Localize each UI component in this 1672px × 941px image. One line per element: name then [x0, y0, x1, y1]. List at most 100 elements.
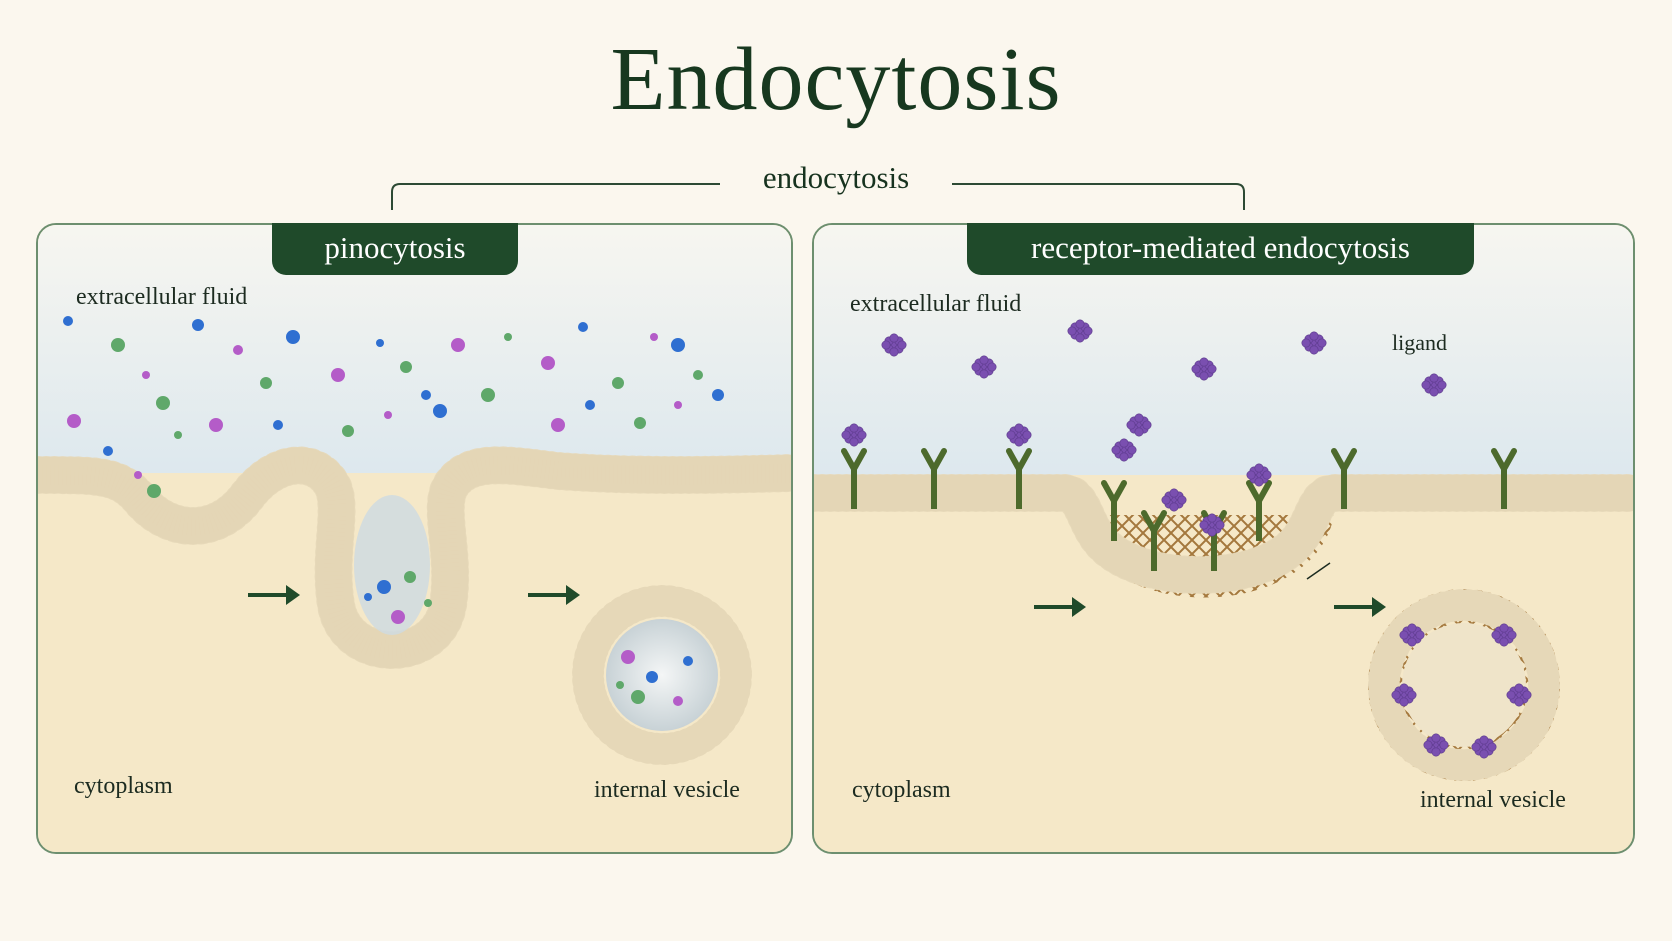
pinocytosis-panel [36, 223, 793, 854]
solute-particle [273, 420, 283, 430]
ligand-particle [1301, 331, 1327, 355]
solute-particle [147, 484, 161, 498]
page-title: Endocytosis [610, 30, 1062, 129]
receptor-mediated-panel [812, 223, 1635, 854]
solute-particle [673, 696, 683, 706]
solute-particle [612, 377, 624, 389]
solute-particle [634, 417, 646, 429]
solute-particle [504, 333, 512, 341]
ligand-particle [841, 423, 867, 447]
solute-particle [156, 396, 170, 410]
pinocytosis-vesicle-label: internal vesicle [594, 777, 740, 803]
pinocytosis-solutes [63, 316, 724, 706]
pinocytosis-arrow-2 [528, 585, 580, 605]
bracket-label: endocytosis [720, 160, 952, 196]
solute-particle [103, 446, 113, 456]
ligand-particle [1191, 357, 1217, 381]
solute-particle [342, 425, 354, 437]
solute-particle [451, 338, 465, 352]
receptor-vesicle-label: internal vesicle [1420, 787, 1566, 813]
solute-particle [693, 370, 703, 380]
ligand-particle [1199, 513, 1225, 537]
pinocytosis-arrow-1 [248, 585, 300, 605]
ligand-label: ligand [1392, 330, 1447, 355]
ligand-particle [1423, 733, 1449, 757]
pinocytosis-cytoplasm-label: cytoplasm [74, 773, 173, 799]
ligand-particle [1491, 623, 1517, 647]
solute-particle [671, 338, 685, 352]
pinocytosis-illustration [38, 225, 791, 852]
solute-particle [551, 418, 565, 432]
receptors [841, 448, 1517, 571]
solute-particle [585, 400, 595, 410]
pinocytosis-heading: pinocytosis [272, 223, 518, 275]
solute-particle [481, 388, 495, 402]
solute-particle [384, 411, 392, 419]
receptor-arrow-2 [1334, 597, 1386, 617]
pinocytosis-internal-vesicle [572, 585, 752, 765]
solute-particle [433, 404, 447, 418]
receptor [1141, 510, 1167, 571]
solute-particle [421, 390, 431, 400]
solute-particle [377, 580, 391, 594]
solute-particle [376, 339, 384, 347]
receptor [921, 448, 947, 509]
solute-particle [260, 377, 272, 389]
solute-particle [174, 431, 182, 439]
pinocytosis-extracellular-label: extracellular fluid [76, 284, 248, 310]
solute-particle [712, 389, 724, 401]
solute-particle [631, 690, 645, 704]
ligand-particle [1246, 463, 1272, 487]
ligand-particle [971, 355, 997, 379]
solute-particle [616, 681, 624, 689]
solute-particle [646, 671, 658, 683]
solute-particle [142, 371, 150, 379]
ligand-particle [1111, 438, 1137, 462]
receptor-cytoplasm-label: cytoplasm [852, 777, 951, 803]
ligand-particle [1471, 735, 1497, 759]
solute-particle [286, 330, 300, 344]
receptor [1491, 448, 1517, 509]
solute-particle [404, 571, 416, 583]
ligand-particle [1421, 373, 1447, 397]
solute-particle [209, 418, 223, 432]
receptor [1246, 480, 1272, 541]
solute-particle [233, 345, 243, 355]
ligand-particle [881, 333, 907, 357]
receptor-extracellular-label: extracellular fluid [850, 291, 1022, 317]
receptor [841, 448, 867, 509]
solute-particle [63, 316, 73, 326]
receptor [1331, 448, 1357, 509]
ligand-particle [1161, 488, 1187, 512]
solute-particle [331, 368, 345, 382]
ligand-particle [1399, 623, 1425, 647]
solute-particle [650, 333, 658, 341]
receptor-internal-vesicle [1368, 589, 1560, 781]
receptor-arrow-1 [1034, 597, 1086, 617]
receptor [1101, 480, 1127, 541]
solute-particle [424, 599, 432, 607]
ligand-particle [1391, 683, 1417, 707]
solute-particle [67, 414, 81, 428]
solute-particle [134, 471, 142, 479]
solute-particle [400, 361, 412, 373]
solute-particle [621, 650, 635, 664]
receptor [1006, 448, 1032, 509]
ligand-particle [1067, 319, 1093, 343]
ligands [841, 319, 1532, 759]
ligand-particle [1006, 423, 1032, 447]
ligand-pointer [1306, 562, 1331, 580]
ligand-particle [1506, 683, 1532, 707]
ligand-particle [1126, 413, 1152, 437]
receptor-mediated-heading: receptor-mediated endocytosis [967, 223, 1474, 275]
solute-particle [674, 401, 682, 409]
solute-particle [364, 593, 372, 601]
solute-particle [578, 322, 588, 332]
solute-particle [683, 656, 693, 666]
solute-particle [192, 319, 204, 331]
solute-particle [111, 338, 125, 352]
receptor-mediated-illustration [814, 225, 1633, 852]
solute-particle [391, 610, 405, 624]
solute-particle [541, 356, 555, 370]
